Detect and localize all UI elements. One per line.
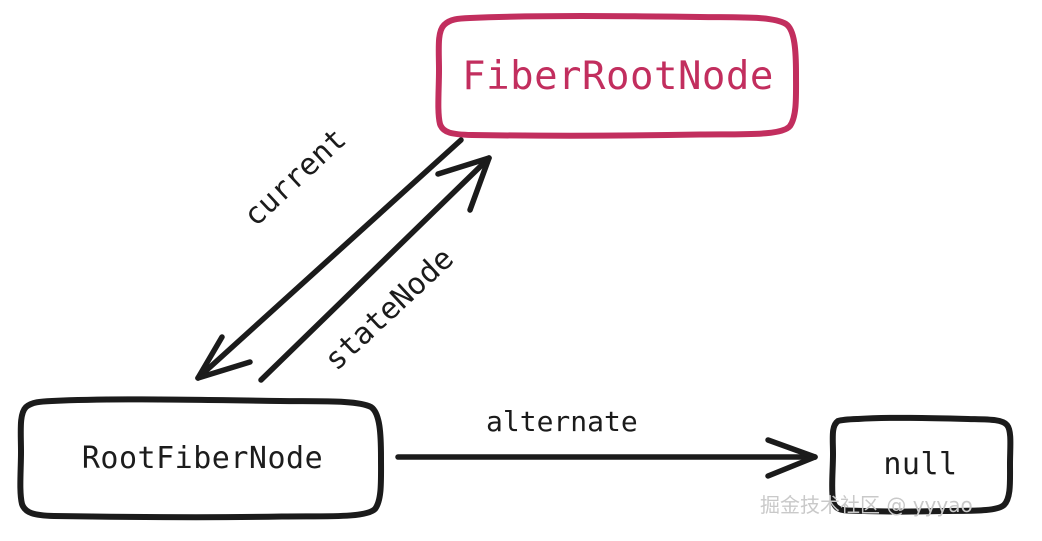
edge-alternate-arrow[interactable] bbox=[395, 437, 818, 479]
fiber-root-node-label: FiberRootNode bbox=[462, 54, 774, 99]
watermark: 掘金技术社区 @ yyyao bbox=[760, 493, 973, 517]
edge-current-arrow[interactable] bbox=[195, 137, 464, 381]
edge-statenode-arrow[interactable] bbox=[258, 155, 492, 383]
null-node-label: null bbox=[883, 447, 958, 482]
root-fiber-node-shape[interactable] bbox=[17, 396, 385, 521]
root-fiber-node-label: RootFiberNode bbox=[81, 440, 324, 476]
fiber-root-node-shape[interactable] bbox=[435, 13, 800, 139]
edge-label-alternate: alternate bbox=[486, 405, 638, 438]
null-node-shape[interactable] bbox=[829, 414, 1014, 515]
